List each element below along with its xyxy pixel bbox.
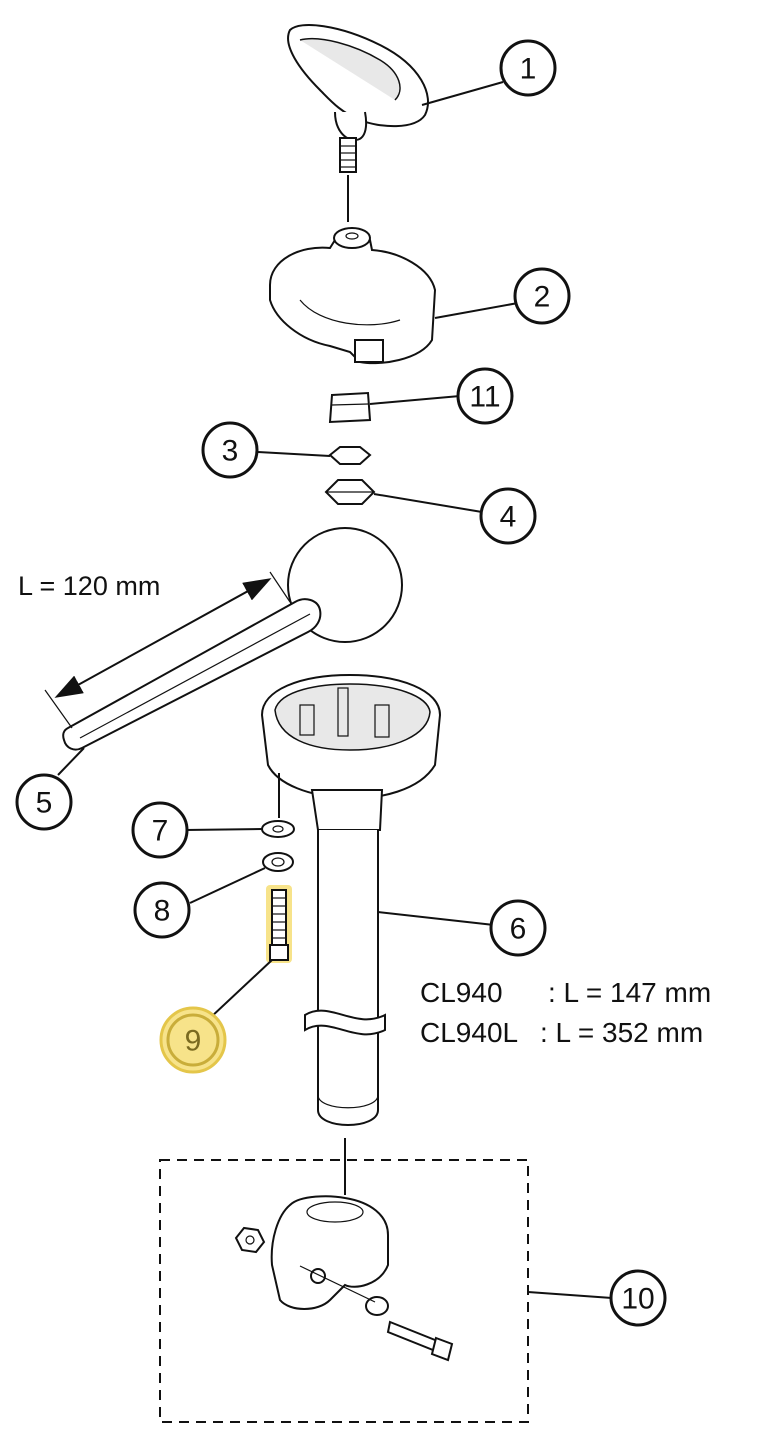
spec-line2-value: : L = 352 mm <box>540 1017 703 1048</box>
callout-3: 3 <box>201 421 259 479</box>
part-7-washer <box>261 820 295 838</box>
svg-text:7: 7 <box>152 815 169 848</box>
length-spec: CL940 : L = 147 mm CL940L : L = 352 mm <box>420 977 711 1048</box>
spec-line2-model: CL940L <box>420 1017 518 1048</box>
dimension-line <box>54 578 272 698</box>
callout-5: 5 <box>15 773 73 831</box>
part-10-clamp <box>234 1195 454 1362</box>
callout-9-highlighted: 9 <box>159 1006 227 1074</box>
svg-text:8: 8 <box>154 895 171 928</box>
callout-8: 8 <box>133 881 191 939</box>
part-4-nut <box>324 479 376 505</box>
callout-4: 4 <box>479 487 537 545</box>
svg-text:9: 9 <box>185 1025 202 1058</box>
part-9-screw <box>266 885 292 963</box>
callout-11: 11 <box>456 367 514 425</box>
part-2-housing <box>269 227 437 365</box>
spec-line1-value: : L = 147 mm <box>548 977 711 1008</box>
part-1-knob <box>287 24 429 173</box>
svg-text:1: 1 <box>520 53 537 86</box>
spec-line1-model: CL940 <box>420 977 503 1008</box>
dimension-label: L = 120 mm <box>18 571 160 601</box>
callout-7: 7 <box>131 801 189 859</box>
callout-6: 6 <box>489 899 547 957</box>
svg-text:4: 4 <box>500 501 517 534</box>
svg-text:10: 10 <box>621 1283 654 1316</box>
svg-text:11: 11 <box>469 381 500 414</box>
svg-text:6: 6 <box>510 913 527 946</box>
callout-1: 1 <box>499 39 557 97</box>
svg-text:5: 5 <box>36 787 53 820</box>
part-3-nut <box>328 446 372 465</box>
part-11-cap <box>328 391 372 424</box>
part-8-lock-washer <box>262 852 294 872</box>
callout-2: 2 <box>513 267 571 325</box>
svg-text:2: 2 <box>534 281 551 314</box>
svg-text:3: 3 <box>222 435 239 468</box>
part-10-dashed-box <box>159 1159 529 1423</box>
callout-10: 10 <box>609 1269 667 1327</box>
part-6-column <box>260 673 442 1126</box>
